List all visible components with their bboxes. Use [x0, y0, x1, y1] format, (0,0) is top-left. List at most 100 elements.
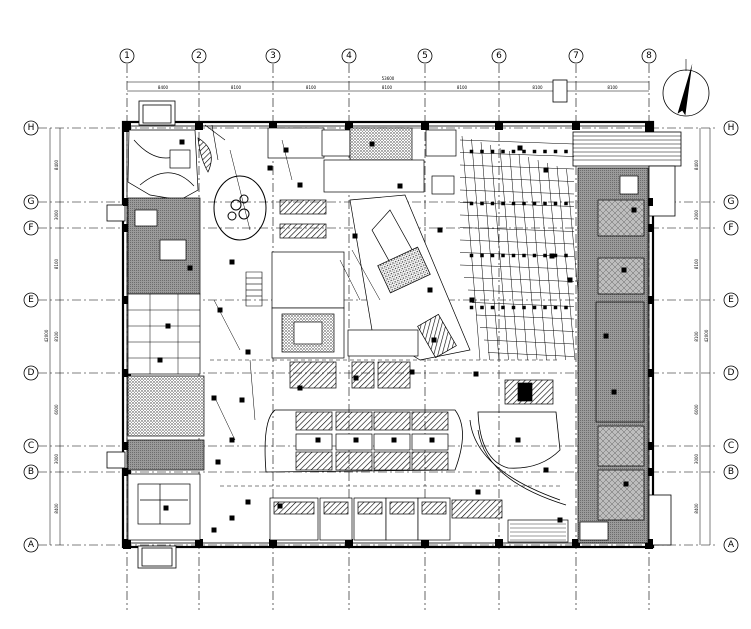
ceiling-light [564, 149, 568, 154]
grid-label-row: C [28, 441, 34, 451]
ceiling-grid-line [509, 150, 528, 361]
span-dimension-top: 8100 [607, 85, 618, 90]
ceiling-grid-line [487, 352, 575, 357]
ceiling-light [501, 253, 505, 258]
grid-label-row: E [28, 295, 34, 305]
fixture-symbol [473, 371, 479, 377]
span-dimension-right: 3000 [694, 209, 699, 220]
right-service-zone [577, 167, 649, 544]
bottom-room-detail [357, 501, 383, 515]
ceiling-light [490, 253, 495, 258]
fixture-symbol [557, 517, 563, 523]
column-block [345, 122, 353, 130]
ceiling-light [564, 201, 568, 206]
display-cell [295, 411, 333, 431]
fixture-symbol [469, 297, 475, 303]
fixture-symbol [229, 515, 235, 521]
span-dimension-top: 8100 [231, 85, 242, 90]
grid-bubble-row: H [23, 120, 39, 136]
display-cell [295, 433, 333, 451]
ceiling-grid-line [459, 239, 575, 245]
ceiling-grid-line [459, 177, 575, 182]
grid-label-row: F [28, 223, 33, 233]
grid-bubble-row: H [723, 120, 739, 136]
ceiling-light [469, 253, 474, 258]
fixture-symbol [215, 459, 221, 465]
grid-bubble-row: D [723, 365, 739, 381]
fixture-symbol [229, 437, 235, 443]
column-block [645, 369, 653, 377]
ceiling-light [490, 305, 495, 310]
span-dimension-left: 3000 [54, 209, 59, 220]
fixture-symbol [353, 437, 359, 443]
fixture-symbol [217, 307, 223, 313]
ceiling-light [522, 305, 526, 310]
ceiling-light [532, 253, 537, 258]
fixture-symbol [623, 481, 629, 487]
ceiling-grid-line [459, 152, 575, 157]
ceiling-light [553, 149, 558, 154]
column-block [123, 224, 131, 232]
column-block [195, 122, 203, 130]
ceiling-light [543, 253, 547, 258]
column-block [645, 442, 653, 450]
ceiling-light [522, 253, 526, 258]
grid-bubble-col: 6 [491, 48, 507, 64]
fixture-symbol [245, 499, 251, 505]
grid-label-row: F [728, 223, 733, 233]
display-cell [295, 451, 333, 471]
ceiling-grid-line [475, 314, 575, 320]
fixture-symbol [515, 437, 521, 443]
grid-label-row: B [28, 467, 34, 477]
ceiling-grid-line [459, 214, 575, 220]
fixture-symbol [163, 505, 169, 511]
grid-bubble-row: C [723, 438, 739, 454]
center-blocks [271, 251, 554, 405]
ceiling-light [532, 305, 537, 310]
fixture-symbol [431, 337, 437, 343]
bottom-room [451, 499, 503, 519]
grid-bubble-col: 3 [265, 48, 281, 64]
fixture-symbol [277, 503, 283, 509]
ceiling-light [522, 201, 526, 206]
span-dimension-left: 3000 [54, 453, 59, 464]
column-block [495, 122, 503, 130]
display-cell [335, 451, 373, 471]
column-block [269, 539, 277, 547]
bottom-room-detail [421, 501, 447, 515]
bottom-room-detail [273, 501, 315, 515]
column-block [123, 198, 131, 206]
perimeter-projections [106, 79, 682, 569]
fixture-symbol [315, 437, 321, 443]
ceiling-grid-line [547, 162, 566, 361]
column-block [645, 124, 653, 132]
ceiling-grid-line [459, 164, 575, 170]
grid-bubble-col: 1 [119, 48, 135, 64]
ceiling-light [511, 201, 516, 206]
exterior-walls [121, 120, 655, 549]
ceiling-grid-line [467, 289, 575, 295]
fixture-symbol [567, 277, 573, 283]
grid-bubble-row: A [23, 537, 39, 553]
structural-columns [123, 122, 653, 549]
grid-bubble-row: C [23, 438, 39, 454]
column-block [123, 541, 131, 549]
ceiling-grid-line [490, 144, 509, 361]
bottom-rooms [269, 497, 569, 543]
ceiling-light [553, 201, 558, 206]
ceiling-grid-line [459, 202, 575, 207]
span-dimension-left: 8100 [54, 258, 59, 269]
stair [245, 271, 263, 307]
bottom-room-detail [323, 501, 349, 515]
display-cell [411, 411, 449, 431]
span-dimension-top: 8100 [457, 85, 468, 90]
fixture-symbol [543, 167, 549, 173]
grid-label-row: D [728, 368, 735, 378]
overall-dimension-right: 42000 [704, 329, 709, 342]
column-block [345, 539, 353, 547]
fixture-symbol [211, 527, 217, 533]
grid-label-row: H [28, 123, 35, 133]
